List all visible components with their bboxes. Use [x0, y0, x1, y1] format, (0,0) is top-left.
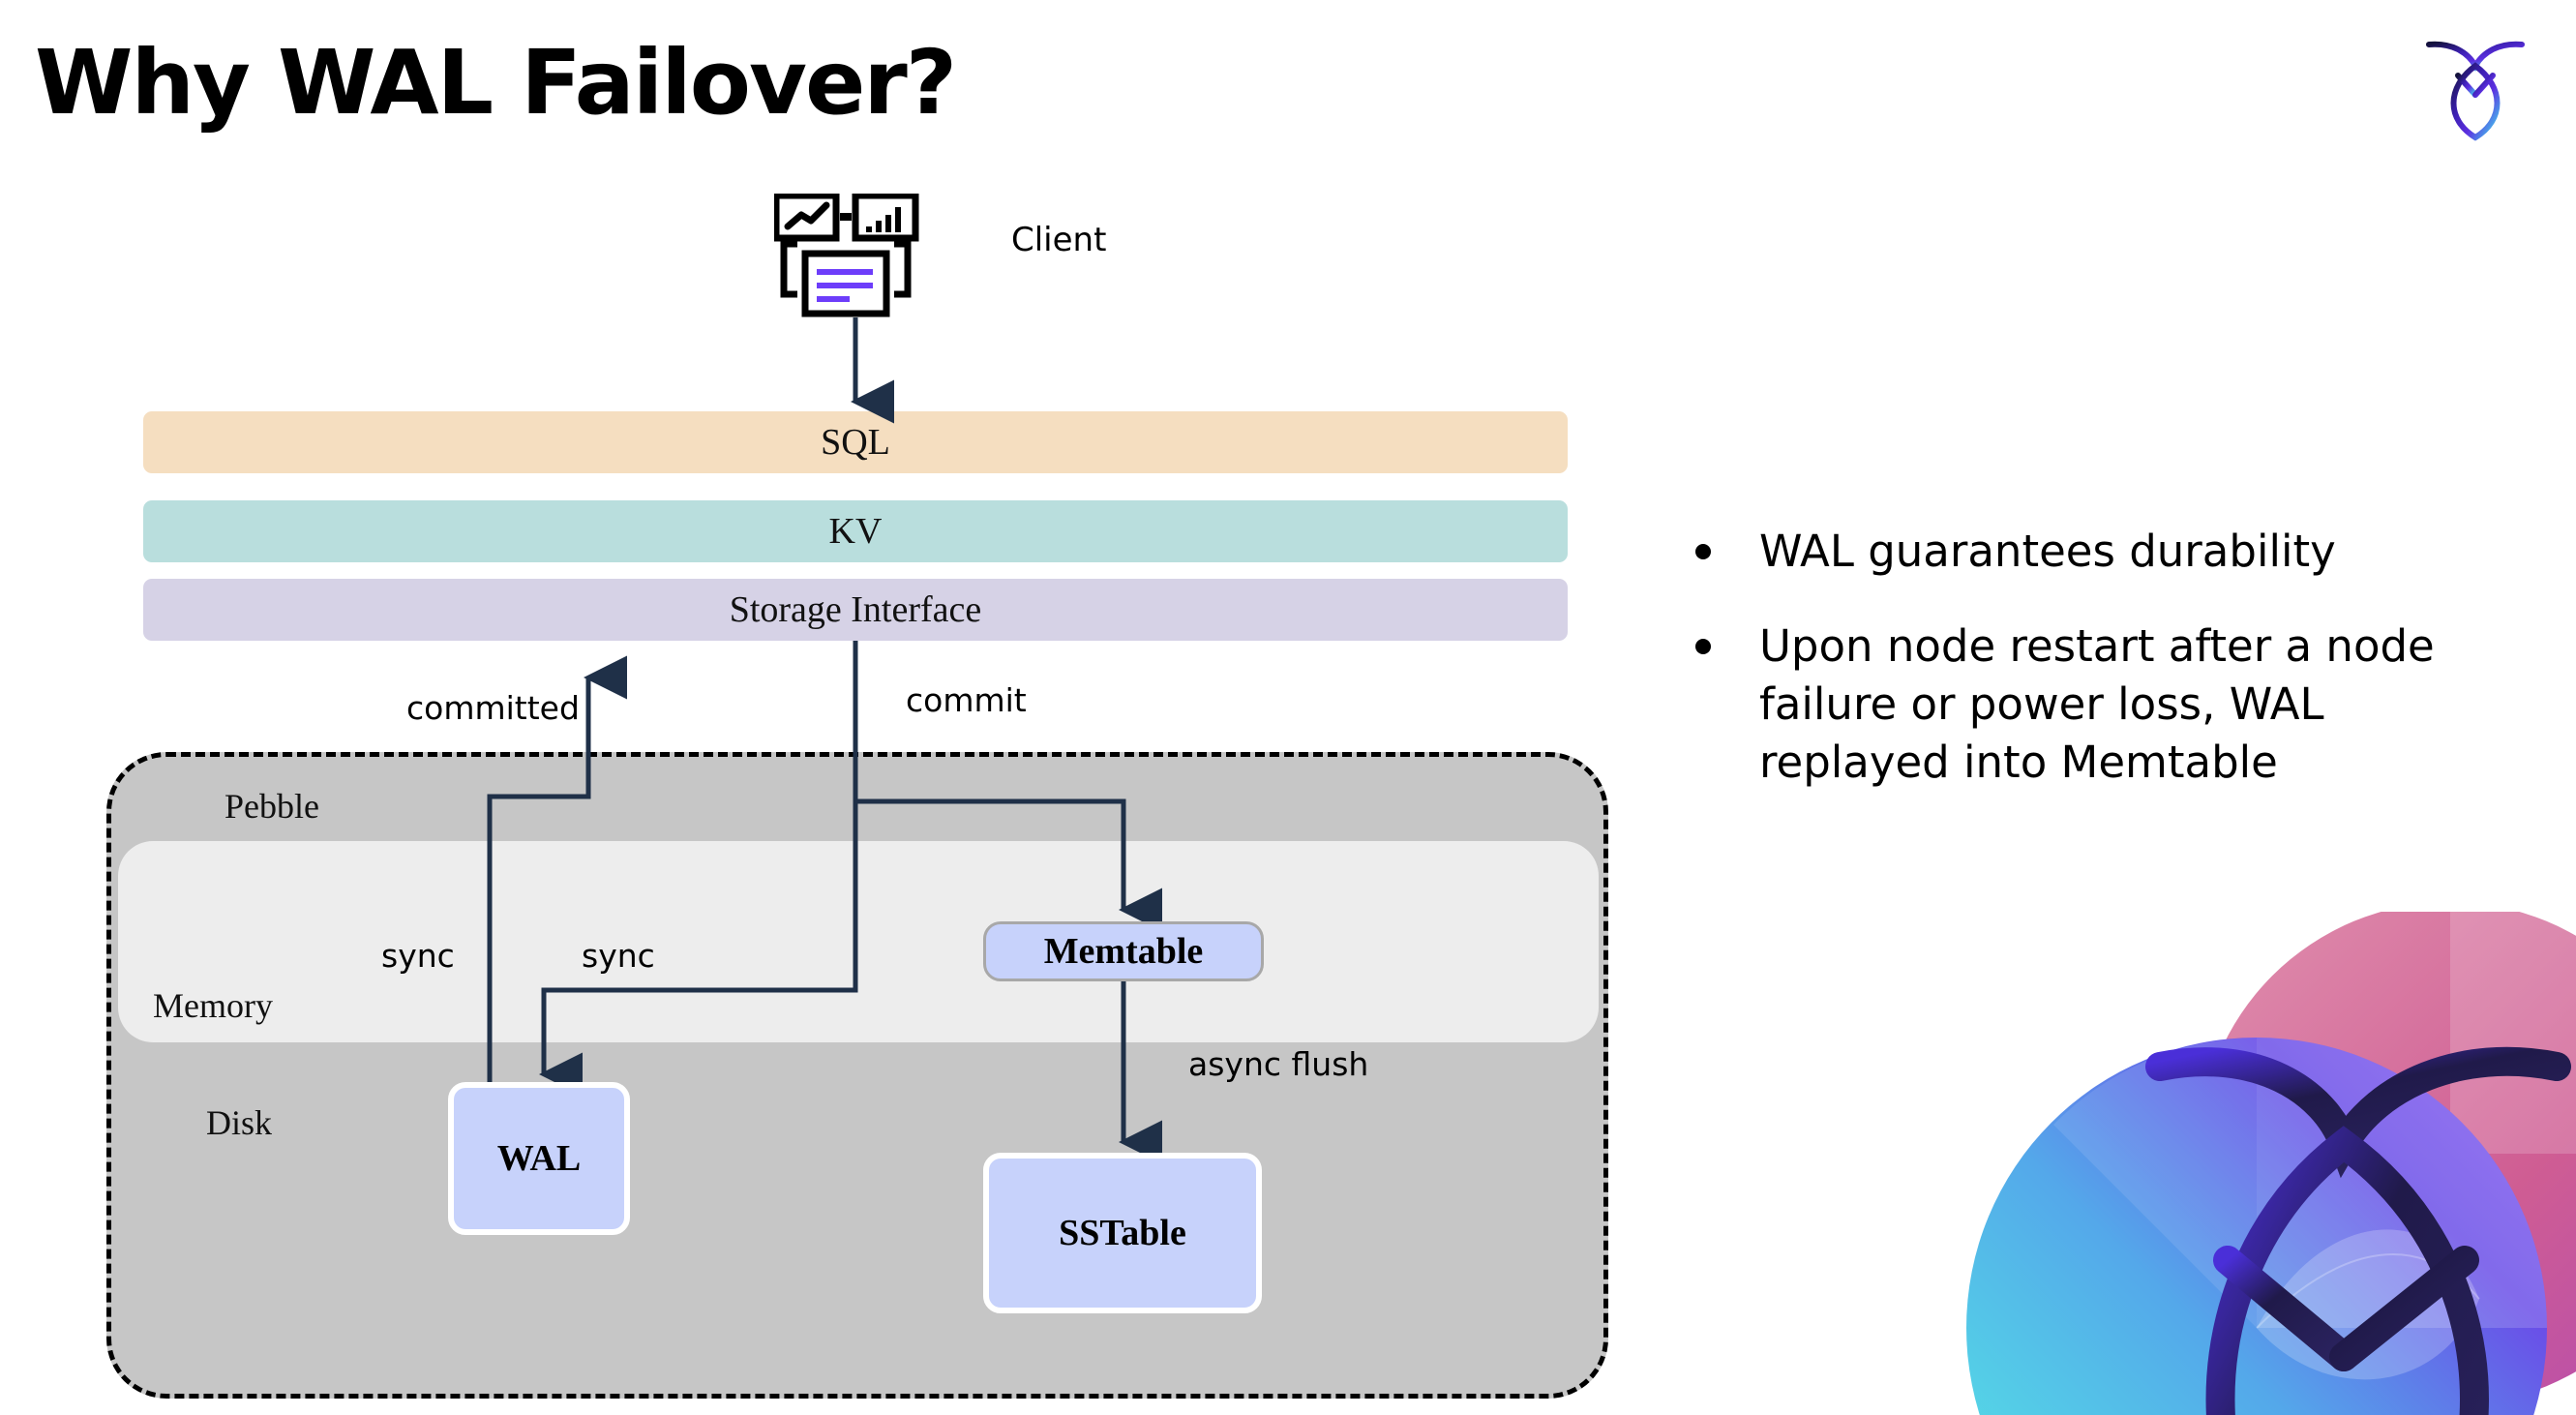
- node-sstable-label: SSTable: [1059, 1213, 1186, 1253]
- edge-label-commit: commit: [906, 681, 1027, 719]
- cockroach-gradient-artwork: [1937, 912, 2576, 1415]
- bullet-dot-icon: [1695, 544, 1711, 559]
- node-wal: WAL: [448, 1082, 630, 1235]
- pebble-label: Pebble: [225, 787, 319, 826]
- layer-bar-sql-label: SQL: [821, 422, 890, 463]
- edge-label-committed: committed: [406, 689, 580, 727]
- layer-bar-kv: KV: [143, 500, 1568, 562]
- bullet-dot-icon: [1695, 638, 1711, 654]
- edge-label-sync-left: sync: [381, 937, 455, 975]
- list-item: WAL guarantees durability: [1695, 523, 2528, 581]
- node-memtable-label: Memtable: [1043, 931, 1204, 972]
- layer-bar-kv-label: KV: [828, 511, 883, 552]
- memory-label: Memory: [153, 986, 273, 1025]
- page-title: Why WAL Failover?: [35, 31, 957, 135]
- node-sstable: SSTable: [983, 1153, 1262, 1313]
- layer-bar-storage-label: Storage Interface: [729, 589, 982, 630]
- client-label: Client: [1011, 221, 1107, 259]
- node-memtable: Memtable: [983, 921, 1264, 981]
- disk-label: Disk: [206, 1103, 273, 1142]
- memory-region: [118, 841, 1599, 1042]
- layer-bar-sql: SQL: [143, 411, 1568, 473]
- bullet-list: WAL guarantees durability Upon node rest…: [1695, 523, 2528, 828]
- cockroach-logo-icon: [2419, 27, 2531, 143]
- bullet-text: WAL guarantees durability: [1759, 526, 2336, 577]
- client-dashboard-icon: [772, 192, 925, 317]
- node-wal-label: WAL: [496, 1138, 582, 1179]
- bullet-text: Upon node restart after a node failure o…: [1759, 619, 2435, 788]
- layer-bar-storage-interface: Storage Interface: [143, 579, 1568, 641]
- edge-label-async-flush: async flush: [1188, 1045, 1369, 1083]
- list-item: Upon node restart after a node failure o…: [1695, 617, 2528, 792]
- edge-label-sync-right: sync: [582, 937, 655, 975]
